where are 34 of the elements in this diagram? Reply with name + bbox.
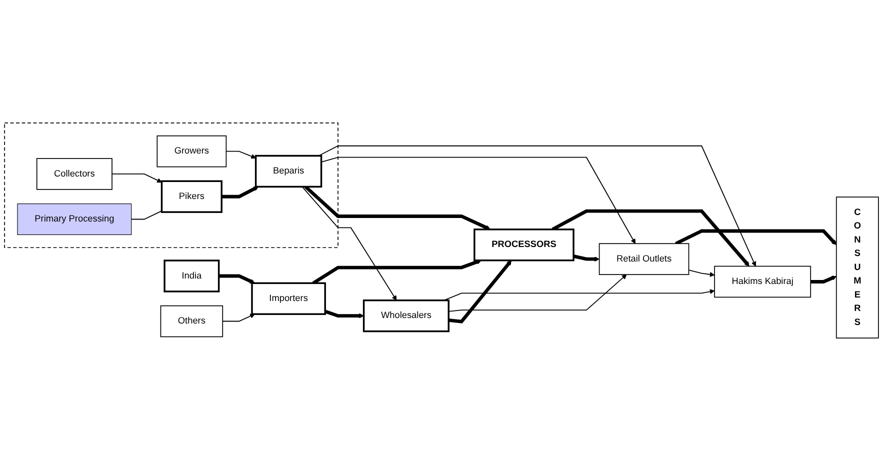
arrow <box>573 254 600 262</box>
arrow <box>810 276 837 284</box>
node-box: CONSUMERS <box>836 196 879 338</box>
arrow <box>675 229 837 246</box>
arrow <box>320 156 636 244</box>
arrow <box>304 185 490 230</box>
arrow <box>226 150 256 159</box>
arrow <box>318 145 756 266</box>
node-box: Primary Processing <box>17 204 132 236</box>
node-box: Beparis <box>254 154 322 188</box>
node-box: Pikers <box>160 180 222 213</box>
arrow <box>222 314 255 322</box>
arrow <box>688 270 715 277</box>
connector <box>130 210 162 220</box>
node-box: Growers <box>156 135 227 168</box>
arrow <box>222 186 259 198</box>
cluster <box>4 122 338 248</box>
node-box: Others <box>160 305 224 338</box>
arrow <box>218 274 255 284</box>
arrow <box>312 260 482 285</box>
arrow <box>448 274 627 312</box>
arrow <box>552 209 750 266</box>
node-box: India <box>164 260 220 292</box>
arrow <box>448 260 512 324</box>
node-box: Retail Outlets <box>598 243 690 275</box>
node-box: PROCESSORS <box>474 228 574 262</box>
arrow <box>302 186 397 301</box>
node-box: Collectors <box>36 158 112 190</box>
arrow <box>112 174 162 183</box>
node-box: Wholesalers <box>362 300 450 332</box>
arrow <box>444 289 715 301</box>
node-box: Hakims Kabiraj <box>714 266 812 298</box>
arrow <box>324 310 364 318</box>
node-box: Importers <box>251 282 326 315</box>
